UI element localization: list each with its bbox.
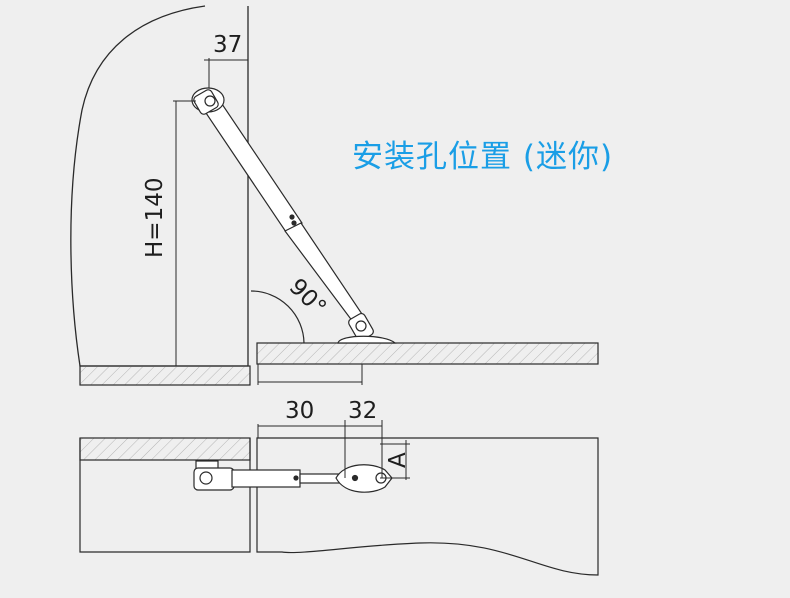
cabinet-side-panel <box>70 5 249 367</box>
dim-bottom-lines <box>257 420 410 480</box>
dim-a-label: A <box>385 452 411 468</box>
dim-37-label: 37 <box>213 32 242 58</box>
gas-strut-top <box>191 87 397 344</box>
dim-h-label: H=140 <box>142 178 168 258</box>
dim-base-lines <box>257 364 363 385</box>
dim-30-label: 30 <box>285 398 314 424</box>
bottom-right-panel <box>256 437 599 576</box>
diagram-title: 安装孔位置 (迷你) <box>352 139 614 175</box>
cabinet-base-board <box>256 342 599 365</box>
gas-strut-bottom <box>193 460 393 493</box>
bottom-left-panel <box>79 438 251 553</box>
cabinet-bottom-shelf <box>79 365 251 386</box>
bottom-left-panel-hatch <box>79 437 251 461</box>
dim-h-lines <box>173 100 196 366</box>
dim-32-label: 32 <box>348 398 377 424</box>
right-angle-arc <box>250 290 305 344</box>
dim-37-lines <box>204 58 248 88</box>
